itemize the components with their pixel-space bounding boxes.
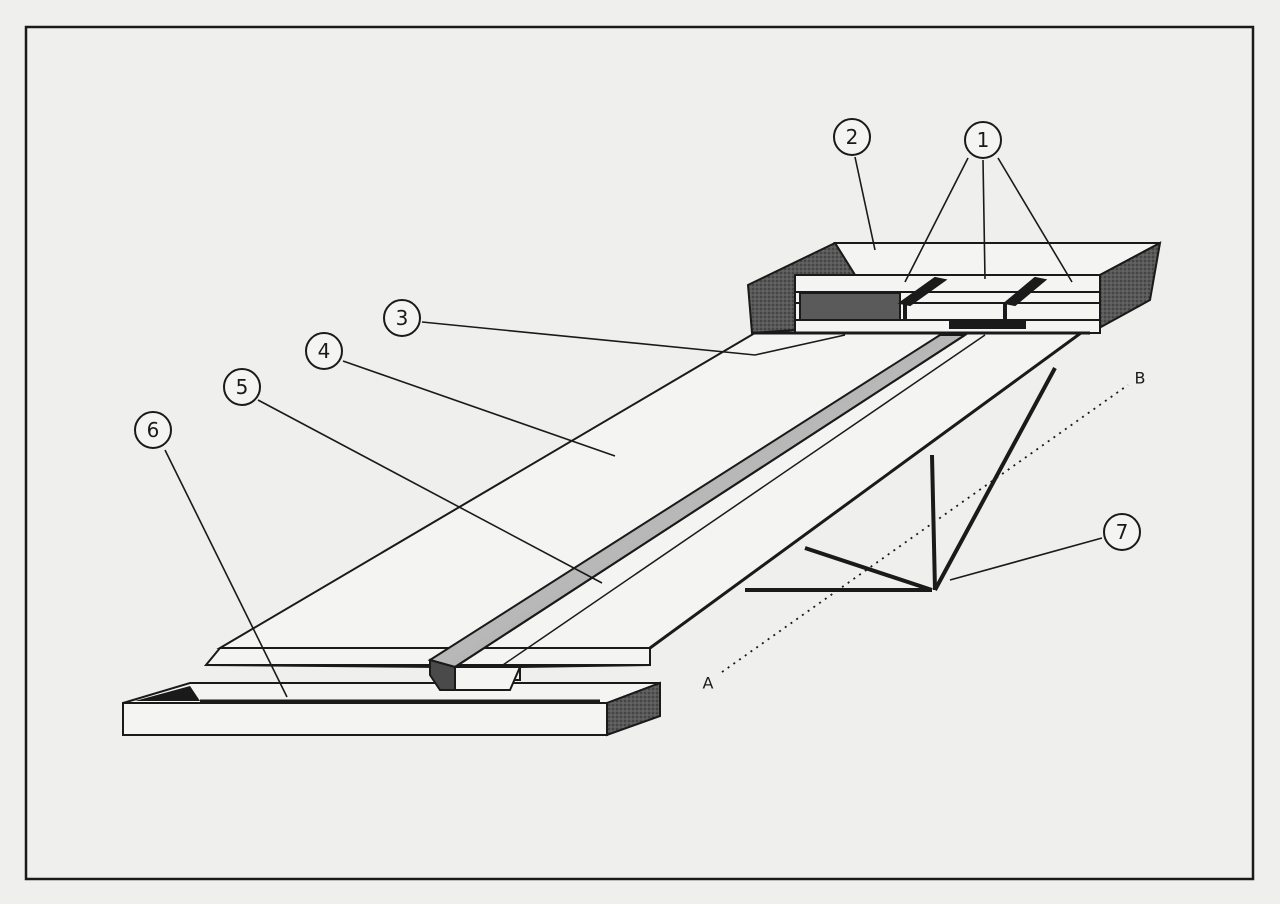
callout-7: 7 <box>1103 513 1141 551</box>
callout-2: 2 <box>833 118 871 156</box>
central-channel <box>427 334 986 691</box>
svg-text:3: 3 <box>396 306 409 330</box>
section-label-a: A <box>703 674 714 693</box>
callout-5: 5 <box>223 368 261 406</box>
svg-text:4: 4 <box>318 339 331 363</box>
callout-4: 4 <box>305 332 343 370</box>
inclined-deck <box>203 328 1089 681</box>
svg-text:1: 1 <box>977 128 990 152</box>
svg-text:6: 6 <box>147 418 160 442</box>
frame-border <box>24 25 1255 881</box>
svg-text:2: 2 <box>846 125 859 149</box>
callout-3: 3 <box>383 299 421 337</box>
hopper <box>746 241 1162 335</box>
svg-text:5: 5 <box>236 375 249 399</box>
svg-text:7: 7 <box>1116 520 1129 544</box>
section-label-b: B <box>1135 369 1146 388</box>
base-trough <box>122 681 661 737</box>
callout-1: 1 <box>964 121 1002 159</box>
callout-6: 6 <box>134 411 172 449</box>
section-line-a-b <box>721 384 1129 673</box>
leader-lines <box>164 156 1103 698</box>
